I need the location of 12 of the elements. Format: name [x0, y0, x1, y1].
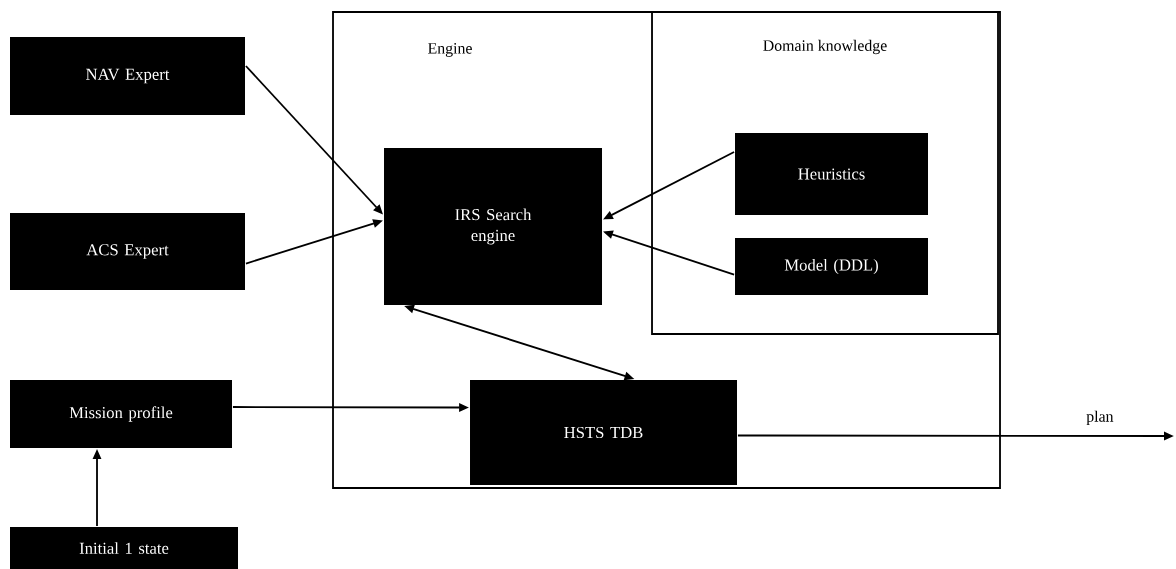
process-box: ACS Expert — [10, 213, 245, 290]
process-box: Model (DDL) — [735, 238, 928, 295]
group-heading: Domain knowledge — [763, 39, 887, 55]
process-box: Initial 1 state — [10, 527, 238, 569]
process-box: HSTS TDB — [470, 380, 737, 485]
node-label: HSTS TDB — [564, 426, 643, 439]
edge-label: plan — [1084, 409, 1116, 427]
group-heading: Engine — [428, 43, 472, 57]
process-box: Mission profile — [10, 380, 232, 448]
process-box: IRS Search engine — [384, 148, 602, 305]
process-box: NAV Expert — [10, 37, 245, 115]
process-box: Heuristics — [735, 133, 928, 215]
